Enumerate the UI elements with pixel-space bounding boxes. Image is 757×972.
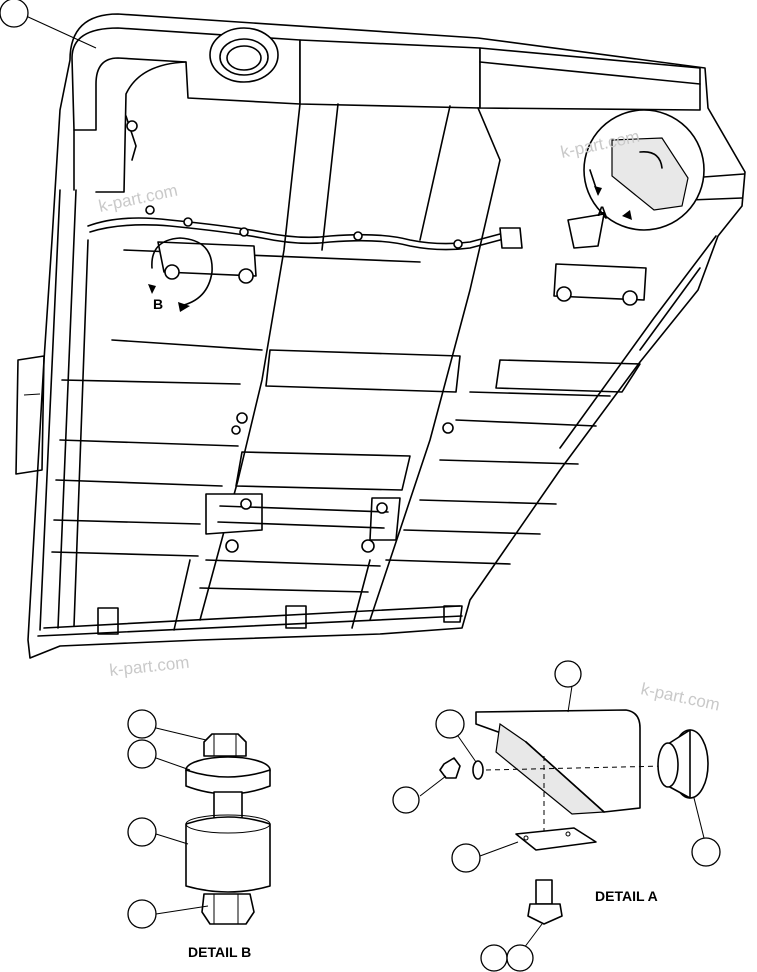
- view-label-b: B: [153, 296, 163, 312]
- detail-b-title: DETAIL B: [188, 944, 251, 960]
- detail-a-bracket: [392, 660, 721, 972]
- callout-balloon: [0, 0, 29, 28]
- watermark: k-part.com: [639, 679, 721, 714]
- detail-b-isolator: [127, 709, 271, 929]
- canopy-assembly: [15, 13, 746, 659]
- detail-a-title: DETAIL A: [595, 888, 658, 904]
- view-label-a: A: [597, 203, 607, 219]
- watermark: k-part.com: [108, 653, 190, 680]
